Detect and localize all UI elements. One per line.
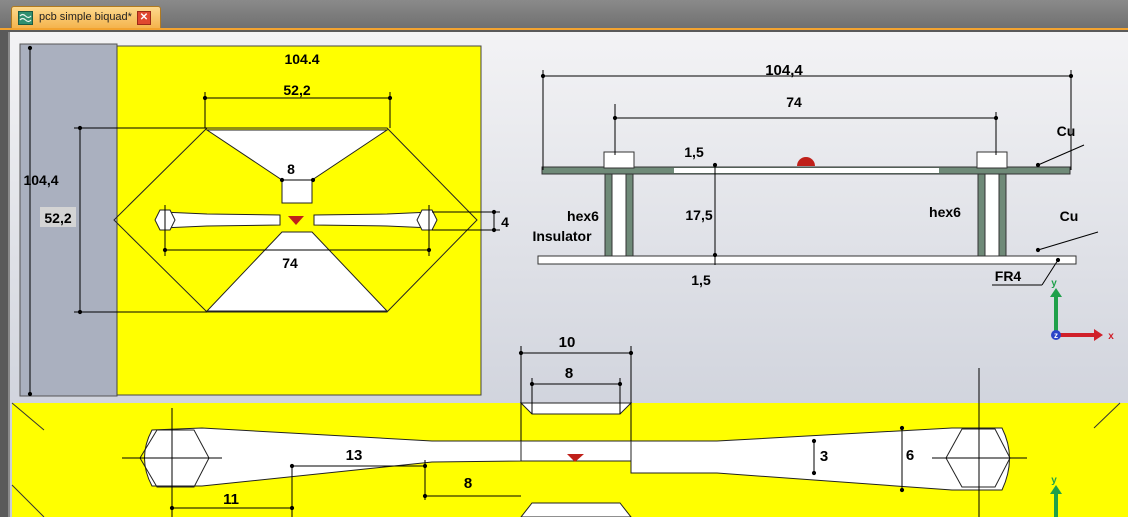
axis-gizmo: y x z [1050,278,1114,342]
dim-detail-11: 11 [223,491,239,508]
dim-width-top: 104.4 [284,51,319,67]
tab-pcb-simple-biquad[interactable]: pcb simple biquad* ✕ [11,6,161,29]
drawing-canvas[interactable]: 104.4 104,4 52,2 52,2 8 74 4 104,4 74 1,… [8,32,1128,517]
axis-label-z: z [1054,331,1058,340]
label-fr4: FR4 [995,268,1022,284]
dim-gap: 8 [287,161,295,177]
hex-nut-left [603,151,635,169]
label-hex6-right: hex6 [929,204,961,220]
tab-bar: pcb simple biquad* ✕ [0,0,1128,30]
top-view: 104.4 104,4 52,2 52,2 8 74 4 [19,43,509,397]
dim-detail-6: 6 [906,447,914,464]
dim-inner: 52,2 [283,82,310,98]
void-bottom [205,231,389,312]
tab-title: pcb simple biquad* [39,11,132,23]
dim-detail-8-bottom: 8 [464,475,472,492]
feed-gap [281,179,313,204]
dim-side-span: 74 [786,94,802,110]
detail-axis-label-y: y [1051,475,1057,486]
label-cu-bottom: Cu [1060,208,1079,224]
top-board-gap [674,168,939,173]
dim-detail-3: 3 [820,448,828,465]
label-insulator: Insulator [532,228,592,244]
feed-point-side [797,157,815,166]
tab-underline [0,28,1128,30]
z-axis-icon [1051,330,1061,340]
detail-feed-point [567,454,584,462]
dim-thick-bottom: 1,5 [691,272,711,288]
feed-point [288,216,304,225]
close-icon[interactable]: ✕ [137,11,151,25]
hex-nut-right [976,151,1008,169]
dim-side-width: 104,4 [765,62,803,79]
dim-highlight [40,207,76,227]
dim-inner-v: 52,2 [44,210,71,226]
fr4-board [537,255,1077,265]
side-view: 104,4 74 1,5 17,5 1,5 hex6 Insulator hex… [532,62,1099,288]
dim-span: 74 [282,255,298,271]
dim-side-height: 17,5 [685,207,712,223]
axis-label-x: x [1108,331,1114,342]
label-cu-top: Cu [1057,123,1076,139]
detail-arm-left [144,427,522,487]
dim-thick-top: 1,5 [684,144,704,160]
dim-small: 4 [501,214,509,230]
dim-detail-10: 10 [559,334,576,351]
dim-detail-8-top: 8 [565,365,573,382]
hex-pad-right [416,209,438,231]
detail-view: 10 8 13 8 11 3 6 y [11,334,1128,517]
octagon-outline [113,127,478,313]
label-hex6-left: hex6 [567,208,599,224]
dim-height-top: 104,4 [23,172,58,188]
document-wave-icon [18,11,33,25]
arm-left [161,211,281,229]
arm-right [313,211,433,229]
dim-detail-13: 13 [346,447,363,464]
axis-label-y: y [1051,278,1057,289]
